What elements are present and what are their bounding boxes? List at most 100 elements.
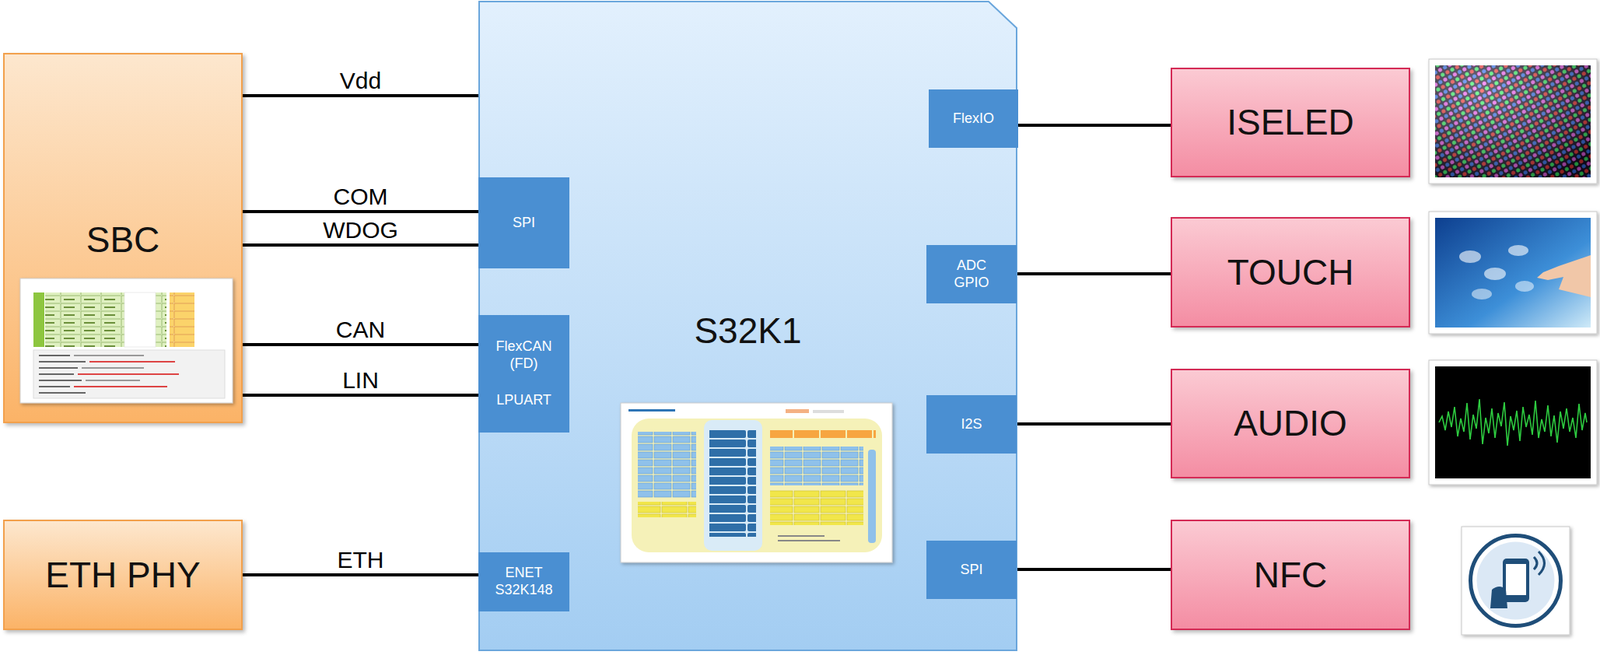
touch-photo-part [1484, 267, 1506, 281]
application-box: AUDIO [1170, 368, 1411, 479]
mcu-block-diagram-thumbnail-part [620, 402, 893, 563]
mcu-block-diagram-thumbnail-part [637, 431, 697, 498]
sbc-datasheet-thumbnail-part [38, 373, 74, 375]
signal-wire [242, 343, 479, 347]
mcu-block-diagram-thumbnail-part [777, 535, 825, 537]
node-label: I2S [960, 416, 982, 434]
touch-photo [1428, 211, 1597, 334]
sbc-datasheet-thumbnail-part [20, 278, 233, 403]
sbc-datasheet-thumbnail-part [81, 367, 144, 369]
sbc-datasheet-thumbnail [20, 278, 233, 403]
sbc-datasheet-thumbnail-part [124, 292, 156, 347]
chip-box: ETH PHY [3, 519, 243, 631]
signal-wire [242, 210, 479, 214]
mcu-block-diagram-thumbnail-part [628, 409, 676, 412]
touch-photo-part [1459, 250, 1481, 263]
signal-wire [242, 94, 479, 98]
signal-wire [1016, 272, 1171, 276]
sbc-datasheet-thumbnail-part [169, 292, 195, 347]
nfc-icon-part [1502, 558, 1530, 603]
signal-wire [242, 393, 479, 397]
mcu-block-diagram-thumbnail [620, 402, 893, 563]
audio-waveform-photo-part [1428, 360, 1597, 485]
node-label: S32K1 [693, 310, 802, 352]
signal-label: COM [331, 185, 391, 209]
peripheral-block: FlexIO [928, 89, 1019, 148]
signal-wire [242, 573, 479, 577]
microcontroller-box: S32K1SPIFlexCAN (FD)LPUARTENET S32K148Fl… [478, 0, 1018, 652]
sbc-datasheet-thumbnail-part [33, 350, 225, 399]
mcu-block-diagram-thumbnail-part [709, 429, 757, 537]
mcu-block-diagram-thumbnail-part [770, 429, 876, 439]
signal-wire [1016, 422, 1171, 426]
touch-photo-part [1508, 245, 1529, 256]
mcu-block-diagram-thumbnail-part [770, 490, 864, 526]
node-label: FlexCAN (FD) [492, 338, 557, 372]
audio-waveform-photo-part [1435, 366, 1591, 479]
touch-photo-part [1471, 288, 1492, 300]
sbc-datasheet-thumbnail-part [38, 367, 78, 369]
sbc-datasheet-thumbnail-part [38, 354, 71, 357]
application-box: TOUCH [1170, 217, 1411, 328]
peripheral-block: FlexCAN (FD) LPUART [478, 315, 570, 433]
chip-box: SBC [3, 52, 243, 424]
signal-wire [242, 243, 479, 247]
node-label: AUDIO [1233, 402, 1348, 445]
signal-wire [1016, 567, 1171, 571]
peripheral-block: I2S [926, 395, 1017, 454]
mcu-block-diagram-thumbnail-part [777, 539, 841, 542]
mcu-block-diagram-thumbnail-part [631, 418, 883, 553]
sbc-datasheet-thumbnail-part [85, 379, 141, 382]
signal-label: Vdd [337, 69, 384, 93]
signal-label: CAN [333, 318, 388, 342]
led-photo [1428, 59, 1597, 184]
signal-label: ETH [335, 548, 387, 572]
sbc-datasheet-thumbnail-part [38, 385, 71, 388]
signal-label: LIN [339, 368, 382, 393]
sbc-datasheet-thumbnail-part [33, 292, 45, 347]
led-photo-part [1435, 65, 1591, 178]
node-label: SPI [512, 214, 536, 232]
touch-photo-part [1515, 280, 1534, 292]
sbc-datasheet-thumbnail-part [45, 292, 167, 347]
mcu-block-diagram-thumbnail-part [637, 501, 697, 518]
sbc-datasheet-thumbnail-part [38, 392, 86, 394]
node-label: FlexIO [952, 110, 995, 128]
nfc-icon [1461, 526, 1570, 635]
sbc-datasheet-thumbnail-part [73, 354, 144, 357]
peripheral-block: SPI [478, 177, 570, 269]
node-label: LPUART [496, 392, 552, 410]
node-label: NFC [1253, 554, 1328, 596]
application-box: NFC [1170, 519, 1411, 631]
signal-label: WDOG [320, 218, 401, 242]
application-box: ISELED [1170, 67, 1411, 178]
node-label: ISELED [1226, 101, 1355, 144]
nfc-icon-part [1533, 556, 1537, 570]
mcu-block-diagram-thumbnail-part [812, 409, 844, 414]
node-label: TOUCH [1227, 252, 1355, 294]
touch-photo-part [1435, 217, 1591, 328]
node-label: SPI [959, 561, 983, 579]
signal-wire [1018, 123, 1171, 127]
nfc-icon-part [1505, 563, 1527, 596]
led-photo-part [1428, 59, 1597, 184]
nfc-icon-part [1490, 586, 1508, 609]
led-photo-part [1435, 65, 1591, 178]
audio-waveform-photo [1428, 360, 1597, 485]
sbc-datasheet-thumbnail-part [38, 360, 86, 363]
sbc-datasheet-thumbnail-part [89, 360, 176, 363]
mcu-block-diagram-thumbnail-part [703, 420, 763, 551]
node-label: ADC GPIO [939, 257, 1004, 291]
peripheral-block: SPI [926, 540, 1017, 599]
sbc-datasheet-thumbnail-part [77, 373, 179, 375]
touch-photo-part [1428, 211, 1597, 334]
peripheral-block: ADC GPIO [926, 245, 1017, 304]
nfc-icon-part [1461, 526, 1570, 635]
sbc-datasheet-thumbnail-part [38, 379, 82, 382]
node-label: ETH PHY [45, 554, 200, 596]
touch-photo-part [1536, 255, 1591, 298]
node-label: ENET S32K148 [492, 564, 557, 599]
audio-waveform-photo-part [1438, 399, 1587, 446]
nfc-icon-part [1538, 551, 1545, 575]
